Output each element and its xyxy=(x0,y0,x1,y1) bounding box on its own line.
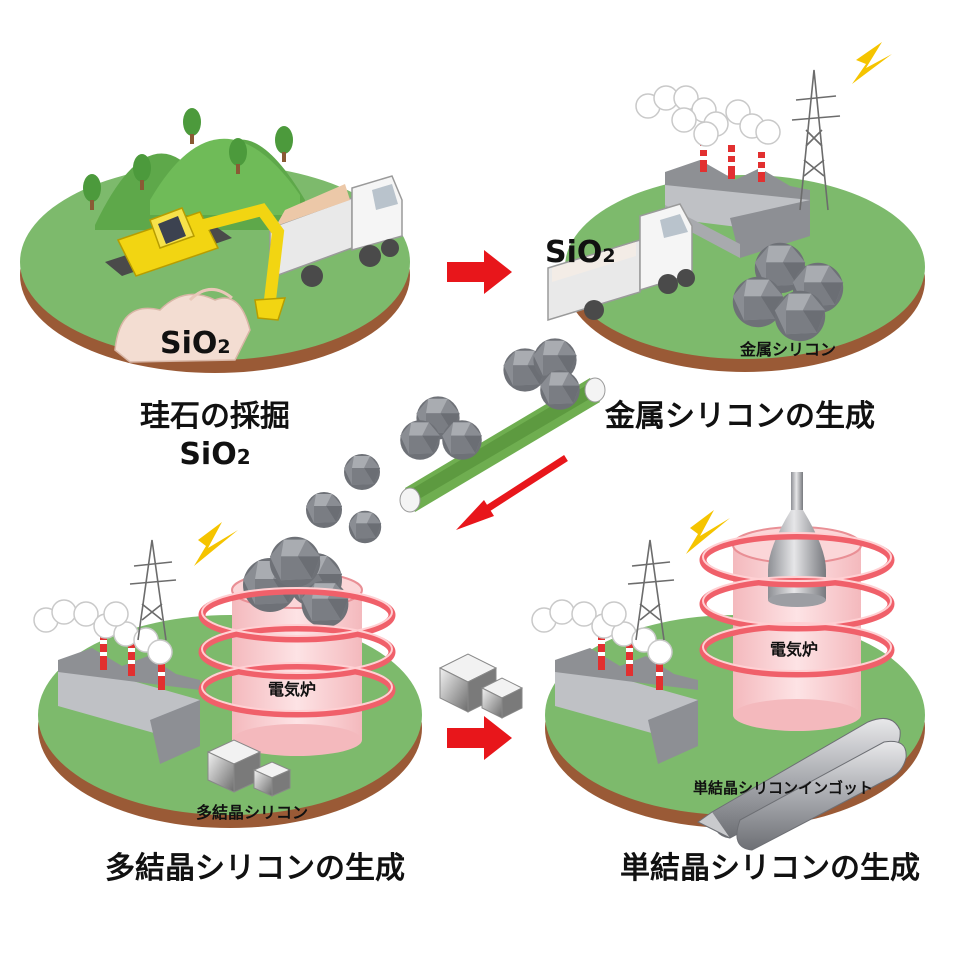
step-4-title: 単結晶シリコンの生成 xyxy=(620,851,920,886)
metal-silicon-label: 金属シリコン xyxy=(739,340,836,359)
electric-furnace-icon xyxy=(699,472,895,731)
flow-arrow xyxy=(447,250,512,294)
lightning-icon xyxy=(686,510,730,554)
furnace-label: 電気炉 xyxy=(770,640,818,659)
single-crystal-island xyxy=(531,472,925,851)
sio2-mine-label: SiO2 xyxy=(160,326,231,361)
metal-silicon-island xyxy=(547,42,925,372)
tree-icon xyxy=(83,108,293,210)
factory-icon xyxy=(555,630,698,764)
sio2-truck-label: SiO2 xyxy=(545,235,616,270)
lightning-icon xyxy=(194,522,238,566)
factory-icon xyxy=(58,630,200,764)
ingot-label: 単結晶シリコンインゴット xyxy=(693,779,873,797)
excavator-icon xyxy=(105,203,287,321)
power-pylon-icon xyxy=(627,539,675,641)
step-3-title: 多結晶シリコンの生成 xyxy=(105,851,405,886)
polysilicon-cubes-icon xyxy=(438,653,524,719)
power-pylon-icon xyxy=(791,69,841,211)
smoke-icon xyxy=(635,85,781,147)
step-1-title: 珪石の採掘 SiO2 xyxy=(100,398,330,473)
flow-arrow xyxy=(456,455,568,530)
dump-truck-icon xyxy=(547,203,695,322)
furnace-label: 電気炉 xyxy=(268,680,316,699)
silica-pile-icon xyxy=(114,288,251,363)
polysilicon-island xyxy=(33,522,422,828)
polysilicon-label: 多結晶シリコン xyxy=(196,803,308,822)
electric-furnace-icon xyxy=(198,536,396,756)
ingot-icon xyxy=(697,717,907,851)
conveyor-belt xyxy=(306,338,606,544)
lightning-icon xyxy=(852,42,892,84)
dump-truck-icon xyxy=(269,175,403,287)
step-2-title: 金属シリコンの生成 xyxy=(605,399,875,434)
polysilicon-cubes-icon xyxy=(206,739,292,797)
step-1-formula: SiO2 xyxy=(179,436,251,472)
flow-arrow xyxy=(447,716,512,760)
power-pylon-icon xyxy=(129,539,177,641)
step-1-title-text: 珪石の採掘 xyxy=(140,399,290,434)
mining-island xyxy=(20,108,410,373)
